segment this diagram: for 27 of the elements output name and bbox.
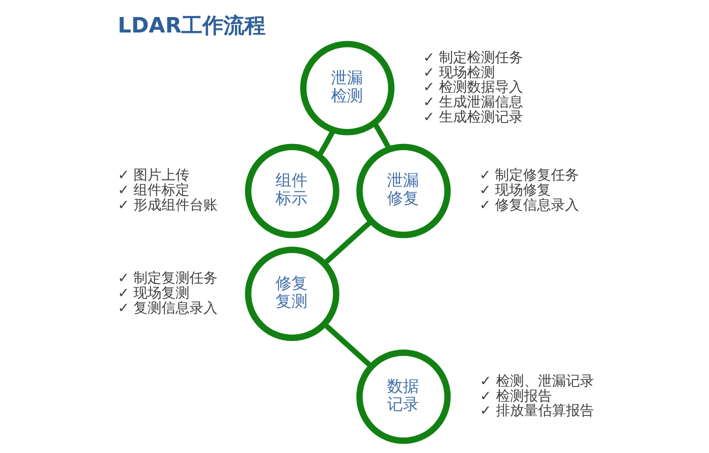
node-label: ✓ 制定检测任务	[422, 50, 523, 66]
node-label: ✓ 形成组件台账	[117, 197, 218, 214]
node-label: ✓ 图片上传	[117, 168, 190, 184]
connector	[372, 122, 392, 150]
node-label: ✓ 制定复测任务	[117, 270, 218, 287]
node-label: ✓ 现场检测	[422, 64, 495, 81]
node-label: ✓ 检测、泄漏记录	[479, 373, 594, 390]
diagram-title: LDAR工作流程	[117, 12, 266, 38]
connector	[322, 322, 373, 369]
node-label: ✓ 现场修复	[478, 182, 551, 199]
node-circle: 修复复测	[244, 246, 339, 342]
node-label: ✓ 生成检测记录	[422, 109, 523, 126]
node-label: ✓ 修复信息录入	[478, 197, 579, 214]
node-label: ✓ 组件标定	[117, 182, 190, 199]
node-circle: 泄漏检测	[300, 40, 394, 136]
node-label: ✓ 检测数据导入	[422, 80, 523, 96]
node-label: ✓ 复测信息录入	[117, 300, 218, 316]
node-label: ✓ 检测报告	[479, 388, 552, 404]
node-circle: 组件标示	[244, 144, 339, 238]
connector	[316, 128, 336, 158]
node-label: ✓ 生成泄漏信息	[422, 94, 523, 111]
node-label: ✓ 制定修复任务	[478, 168, 579, 184]
node-circle: 数据记录	[356, 350, 450, 444]
node-circle: 泄漏修复	[356, 144, 450, 238]
node-label: ✓ 排放量估算报告	[479, 403, 594, 420]
connector	[322, 219, 373, 266]
node-label: ✓ 现场复测	[117, 285, 190, 302]
